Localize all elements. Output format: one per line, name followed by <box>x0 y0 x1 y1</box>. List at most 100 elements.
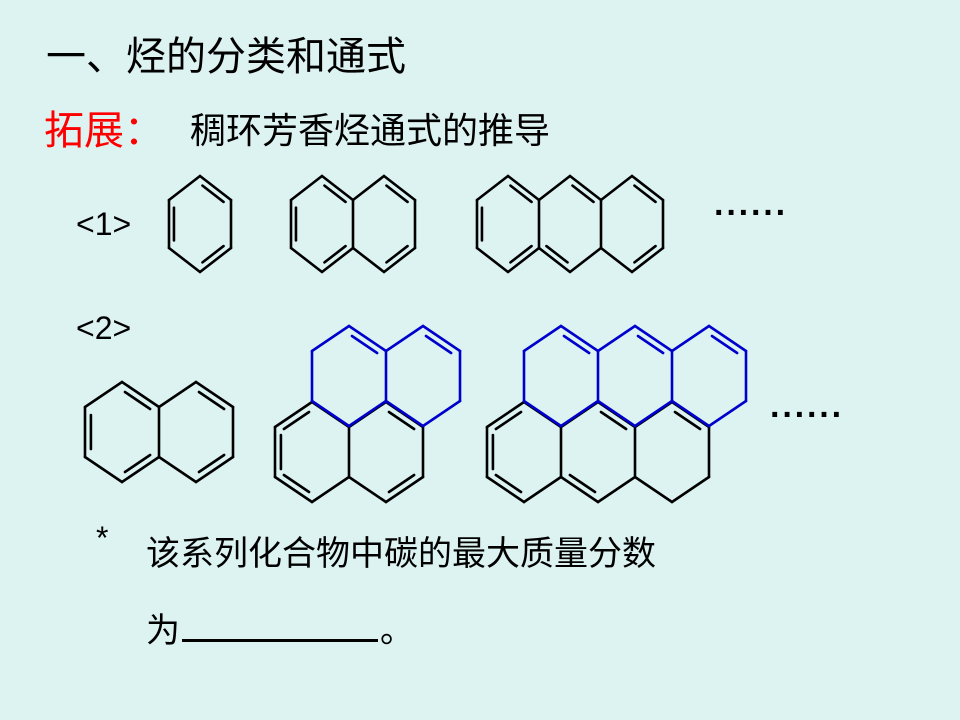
bond <box>596 399 637 428</box>
double-bond <box>123 390 152 411</box>
bond <box>167 246 202 274</box>
bond <box>630 246 665 274</box>
bond <box>522 324 563 353</box>
double-bond <box>710 334 739 355</box>
bond <box>475 174 510 202</box>
question-suffix: 。 <box>380 611 414 651</box>
double-bond <box>509 184 533 204</box>
bond <box>198 246 233 274</box>
bond <box>351 174 386 202</box>
bond <box>273 475 314 504</box>
bond <box>522 475 563 504</box>
bond <box>421 399 462 428</box>
bond <box>273 400 314 429</box>
double-bond <box>509 244 533 264</box>
bond <box>310 324 351 353</box>
series-1-label: <1> <box>76 206 132 242</box>
bond <box>522 399 563 428</box>
double-bond <box>385 244 409 264</box>
double-bond <box>201 244 225 264</box>
bond <box>506 174 541 202</box>
six-ring-condensed-structure <box>485 324 748 504</box>
bond <box>537 174 572 202</box>
double-bond <box>494 473 523 494</box>
bond <box>351 246 386 274</box>
double-bond <box>568 473 597 494</box>
bond <box>633 399 674 428</box>
bond <box>157 380 198 409</box>
bond <box>347 324 388 353</box>
double-bond <box>424 334 453 355</box>
series-2-label: <2> <box>76 310 132 346</box>
double-bond <box>323 184 347 204</box>
double-bond <box>385 184 409 204</box>
double-bond <box>633 184 657 204</box>
double-bond <box>323 244 347 264</box>
double-bond <box>571 184 595 204</box>
double-bond <box>562 334 591 355</box>
question-line-2: 为。 <box>146 603 414 652</box>
bond <box>568 246 603 274</box>
bond <box>475 246 510 274</box>
bond <box>157 455 198 484</box>
bond <box>633 475 674 504</box>
double-bond <box>387 473 416 494</box>
double-bond <box>387 410 416 431</box>
bond <box>310 475 351 504</box>
benzene-structure <box>167 174 233 274</box>
bond <box>599 174 634 202</box>
double-bond <box>123 453 152 474</box>
bond <box>382 174 417 202</box>
bond <box>485 400 526 429</box>
double-bond <box>282 410 311 431</box>
slide-title: 一、烃的分类和通式 <box>46 34 406 80</box>
bond <box>347 475 388 504</box>
series-1-ellipsis: ······ <box>714 194 788 232</box>
double-bond <box>599 410 628 431</box>
bond <box>320 174 355 202</box>
bond <box>670 399 711 428</box>
question-prefix: 为 <box>146 611 180 651</box>
double-bond <box>197 453 226 474</box>
double-bond <box>673 410 702 431</box>
bond <box>198 174 233 202</box>
bond <box>347 399 388 428</box>
question-marker: * <box>96 520 109 556</box>
question-line-1: 该系列化合物中碳的最大质量分数 <box>146 534 656 574</box>
double-bond <box>636 334 665 355</box>
bond <box>83 380 124 409</box>
double-bond <box>197 390 226 411</box>
anthracene-structure <box>475 174 665 274</box>
double-bond <box>282 473 311 494</box>
bond <box>559 324 600 353</box>
bond <box>707 324 748 353</box>
bond <box>384 324 425 353</box>
bond <box>596 324 637 353</box>
bond <box>194 455 235 484</box>
bond <box>310 399 351 428</box>
double-bond <box>633 244 657 264</box>
bond <box>289 174 324 202</box>
bond <box>485 475 526 504</box>
double-bond <box>545 244 569 264</box>
bond <box>506 246 541 274</box>
naphthalene-structure <box>289 174 417 274</box>
extension-text: 稠环芳香烃通式的推导 <box>190 111 551 152</box>
bond <box>670 324 711 353</box>
bond <box>559 399 600 428</box>
naphthalene-structure-series-2 <box>83 380 235 484</box>
double-bond <box>350 334 379 355</box>
double-bond <box>494 410 523 431</box>
series-2-ellipsis: ······ <box>770 396 844 434</box>
bond <box>167 174 202 202</box>
bond <box>382 246 417 274</box>
bond <box>633 324 674 353</box>
bond <box>630 174 665 202</box>
pyrene-structure <box>273 324 462 504</box>
extension-label: 拓展： <box>44 108 164 154</box>
bond <box>120 455 161 484</box>
bond <box>537 246 572 274</box>
bond <box>194 380 235 409</box>
bond <box>83 455 124 484</box>
answer-blank[interactable] <box>182 609 378 642</box>
